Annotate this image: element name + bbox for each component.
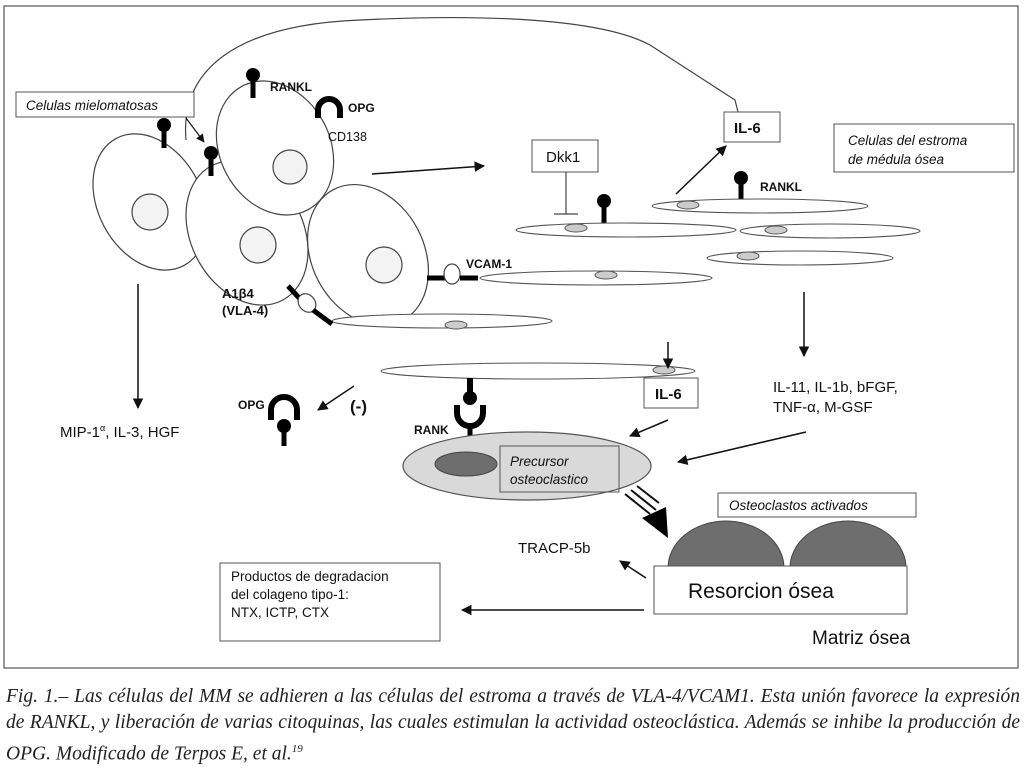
degradation-line3: NTX, ICTP, CTX (231, 605, 329, 620)
figure-caption: Fig. 1.– Las células del MM se adhieren … (6, 684, 1020, 768)
stroma-cells-box (833, 123, 1015, 173)
stromal-cell (515, 222, 737, 238)
rankl-receptor-icon (204, 146, 218, 176)
vcam1-adhesion-icon (427, 263, 478, 285)
resorption-to-tracp-arrow (619, 560, 647, 579)
myeloma-cells-box (15, 91, 195, 118)
maturation-arrow-icon (624, 485, 668, 538)
cytokines-line1: IL-11, IL-1b, bFGF, (773, 379, 898, 396)
precursor-box (499, 445, 620, 493)
il6-to-precursor-arrow (629, 419, 669, 438)
stromal-cell (380, 362, 696, 380)
inhibition-sign: (-) (350, 397, 367, 416)
myeloma-cell-1 (92, 133, 208, 271)
activated-osteoclasts-box (717, 492, 917, 518)
stroma-to-il6-arrow (675, 145, 727, 195)
opg-inhibition-arrow (317, 385, 355, 411)
a1b4-label-line1: A1β4 (222, 286, 255, 301)
cytokines-line2: TNF-α, M-GSF (773, 399, 873, 416)
rankl-receptor-icon (597, 194, 611, 224)
stromal-cell (651, 198, 869, 214)
myeloma-to-stroma-arrow (371, 161, 486, 175)
caption-prefix: Fig. 1.– (6, 686, 69, 707)
pathogenesis-diagram: RANKL OPG CD138 Celulas mielomatosas Dkk… (3, 5, 1019, 669)
activated-osteoclast (667, 520, 785, 569)
opg-rank-complex-icon (268, 394, 300, 446)
rank-label: RANK (414, 423, 449, 437)
osteoclast-precursor-cell (402, 431, 652, 501)
stromal-cell (739, 223, 921, 239)
stroma-label-line1: Celulas del estroma (848, 133, 968, 148)
vla4-adhesion-icon (286, 284, 334, 327)
vcam1-label: VCAM-1 (466, 257, 512, 271)
stromal-cell (331, 313, 553, 330)
myeloma-cells-label: Celulas mielomatosas (26, 98, 158, 113)
degradation-line2: del colageno tipo-1: (231, 587, 349, 602)
opg-icon (315, 96, 343, 118)
stroma-label-line2: de médula ósea (848, 152, 945, 167)
activated-osteoclast (789, 520, 907, 569)
dkk1-box (531, 139, 599, 173)
bone-resorption-box (653, 565, 908, 615)
bone-resorption-label: Resorcion ósea (688, 580, 834, 603)
rankl-rank-binding-icon (454, 378, 486, 440)
rankl-receptor-icon (157, 118, 171, 148)
tracp-label: TRACP-5b (518, 540, 591, 557)
precursor-label-line2: osteoclastico (510, 472, 589, 487)
myeloma-pointer-arrow (185, 117, 205, 143)
rankl-right-label: RANKL (760, 180, 802, 194)
degradation-line1: Productos de degradacion (231, 569, 389, 584)
rankl-receptor-icon (734, 171, 748, 202)
dkk1-label: Dkk1 (546, 149, 580, 166)
degradation-products-box (219, 562, 441, 642)
precursor-label-line1: Precursor (510, 454, 569, 469)
opg-left-label: OPG (238, 398, 265, 412)
myeloma-cell-3 (215, 80, 335, 216)
rankl-receptor-icon (246, 68, 260, 98)
il6-top-box (723, 111, 781, 143)
bone-matrix-label: Matriz ósea (812, 628, 911, 649)
a1b4-label-line2: (VLA-4) (222, 303, 268, 318)
activated-osteoclasts-label: Osteoclastos activados (729, 498, 868, 513)
opg-label: OPG (348, 101, 375, 115)
stromal-cell (706, 250, 894, 266)
rankl-label: RANKL (270, 80, 312, 94)
caption-text: Las células del MM se adhieren a las cél… (6, 686, 1020, 765)
il6-mid-label: IL-6 (655, 386, 682, 403)
cytokines-to-precursor-arrow (676, 431, 807, 465)
diagram-frame (3, 5, 1019, 669)
mip-label: MIP-1α, IL-3, HGF (60, 423, 179, 441)
myeloma-cell-4 (306, 183, 430, 327)
il6-feedback-loop (184, 16, 739, 141)
cd138-label: CD138 (328, 130, 367, 144)
stromal-cell (479, 270, 713, 286)
il6-mid-box (643, 377, 699, 409)
caption-reference: 19 (291, 743, 303, 755)
il6-top-label: IL-6 (734, 120, 761, 137)
